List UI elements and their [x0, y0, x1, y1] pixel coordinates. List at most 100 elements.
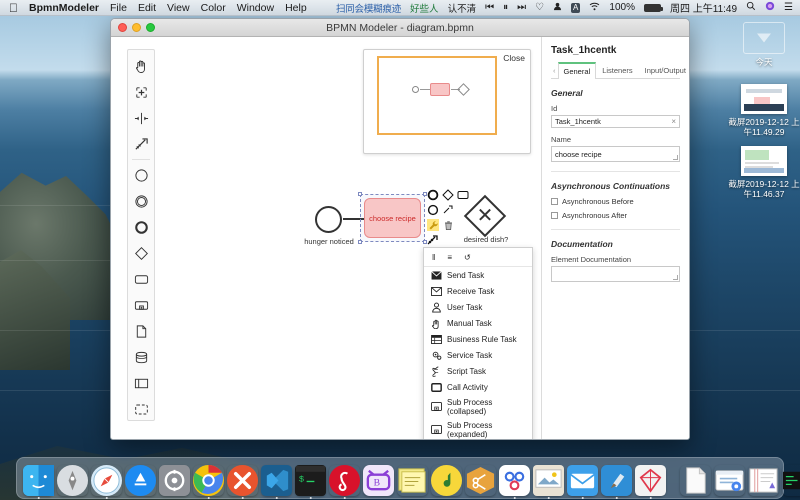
menu-item-script-task[interactable]: Script Task — [424, 363, 532, 379]
tab-listeners[interactable]: Listeners — [602, 66, 633, 75]
safari-icon[interactable] — [91, 465, 122, 499]
menu-item-sub-process-expanded[interactable]: Sub Process (expanded) — [424, 418, 532, 439]
apple-menu-icon[interactable]:  — [9, 2, 18, 14]
xcode-icon[interactable] — [601, 465, 632, 499]
minimap[interactable]: Close — [363, 49, 531, 154]
minimap-viewport[interactable] — [377, 56, 497, 135]
vscode-icon[interactable] — [261, 465, 292, 499]
window-titlebar[interactable]: BPMN Modeler - diagram.bpmn — [111, 19, 689, 37]
name-field[interactable]: choose recipe — [551, 146, 680, 162]
connect-tool-icon[interactable] — [128, 131, 154, 157]
async-after-checkbox[interactable] — [551, 212, 558, 219]
downloads-chrome-icon[interactable] — [714, 465, 745, 496]
menu-view[interactable]: View — [158, 1, 190, 14]
data-object-icon[interactable] — [128, 318, 154, 344]
columns-icon[interactable]: ‖ — [432, 253, 436, 262]
hand-tool-icon[interactable] — [128, 53, 154, 79]
zoom-window-button[interactable] — [146, 23, 155, 32]
end-event-icon[interactable] — [128, 214, 154, 240]
stickies-icon[interactable] — [397, 465, 428, 496]
menu-item-service-task[interactable]: Service Task — [424, 347, 532, 363]
clear-icon[interactable]: × — [671, 117, 676, 126]
menu-help[interactable]: Help — [276, 1, 307, 14]
minimap-close-button[interactable]: Close — [503, 53, 525, 63]
menu-item-manual-task[interactable]: Manual Task — [424, 315, 532, 331]
intermediate-event-icon[interactable] — [128, 188, 154, 214]
menu-file[interactable]: File — [101, 1, 127, 14]
replace-element-menu[interactable]: ‖ ≡ ↺ Send Task Receive Task — [423, 247, 533, 439]
list-icon[interactable]: ≡ — [447, 253, 452, 262]
tab-input-output[interactable]: Input/Output — [644, 66, 686, 75]
desktop-file-screenshot-2[interactable]: 截屏2019-12-12 上午11.46.37 — [725, 146, 800, 199]
heart-icon[interactable]: ♡ — [535, 1, 545, 13]
connect-multi-icon[interactable] — [427, 234, 439, 246]
terminal-icon[interactable]: $ — [295, 465, 326, 499]
space-tool-icon[interactable] — [128, 105, 154, 131]
the-unarchiver-icon[interactable] — [499, 465, 530, 499]
connect-icon[interactable] — [442, 204, 454, 216]
documentation-field[interactable] — [551, 266, 680, 282]
siri-icon[interactable] — [765, 1, 775, 14]
mail-icon[interactable] — [567, 465, 598, 499]
chrome-icon[interactable] — [193, 464, 224, 499]
notes-window-icon[interactable] — [748, 465, 779, 496]
append-end-event-icon[interactable] — [427, 189, 439, 201]
menu-edit[interactable]: Edit — [128, 1, 156, 14]
terminal-window-1-icon[interactable] — [782, 465, 800, 496]
async-before-row[interactable]: Asynchronous Before — [551, 197, 680, 206]
gateway-icon[interactable] — [128, 240, 154, 266]
desktop-file-screenshot-1[interactable]: 截屏2019-12-12 上午11.49.29 — [725, 84, 800, 137]
photos-icon[interactable] — [533, 465, 564, 499]
netease-music-icon[interactable] — [329, 465, 360, 499]
group-icon[interactable] — [128, 396, 154, 422]
tab-general[interactable]: General — [557, 62, 597, 79]
menu-item-business-rule-task[interactable]: Business Rule Task — [424, 331, 532, 347]
menu-item-call-activity[interactable]: Call Activity — [424, 379, 532, 395]
battery-icon[interactable] — [643, 3, 663, 12]
tab-scroll-left-icon[interactable]: ‹ — [553, 65, 556, 75]
menu-item-sub-process-collapsed[interactable]: Sub Process (collapsed) — [424, 395, 532, 418]
clock-label[interactable]: 周四 上午11:49 — [669, 4, 738, 15]
bilibili-icon[interactable]: B — [363, 465, 394, 496]
lasso-tool-icon[interactable] — [128, 79, 154, 105]
documents-folder-icon[interactable] — [680, 465, 711, 496]
start-event-icon[interactable] — [128, 162, 154, 188]
desktop-stack-today[interactable]: 今天 — [725, 22, 800, 67]
id-field[interactable]: Task_1hcentk × — [551, 115, 680, 128]
participant-icon[interactable] — [128, 370, 154, 396]
media-pause-icon[interactable]: ⏸ — [503, 1, 509, 13]
menu-item-send-task[interactable]: Send Task — [424, 267, 532, 283]
search-icon[interactable] — [746, 1, 756, 14]
append-task-icon[interactable] — [457, 189, 469, 201]
append-gateway-icon[interactable] — [442, 189, 454, 201]
bpmn-start-event[interactable] — [315, 206, 342, 233]
app-store-icon[interactable] — [125, 465, 156, 496]
menu-window[interactable]: Window — [227, 1, 274, 14]
system-preferences-icon[interactable] — [159, 465, 190, 496]
delete-icon[interactable] — [442, 219, 454, 231]
subprocess-icon[interactable] — [128, 292, 154, 318]
menu-color[interactable]: Color — [191, 1, 226, 14]
finder-icon[interactable] — [23, 465, 54, 499]
input-source-icon[interactable]: A — [571, 2, 581, 13]
keka-icon[interactable] — [465, 465, 496, 496]
wrench-icon[interactable] — [427, 219, 439, 231]
task-icon[interactable] — [128, 266, 154, 292]
append-intermediate-event-icon[interactable] — [427, 204, 439, 216]
async-before-checkbox[interactable] — [551, 198, 558, 205]
async-after-row[interactable]: Asynchronous After — [551, 211, 680, 220]
media-previous-icon[interactable]: ⏮ — [485, 1, 495, 13]
minimize-window-button[interactable] — [132, 23, 141, 32]
menu-item-receive-task[interactable]: Receive Task — [424, 283, 532, 299]
resize-handle-nw[interactable] — [358, 192, 362, 196]
resize-handle-se[interactable] — [423, 240, 427, 244]
bpmn-task-choose-recipe[interactable]: choose recipe — [364, 198, 421, 238]
close-window-button[interactable] — [118, 23, 127, 32]
data-store-icon[interactable] — [128, 344, 154, 370]
bpmn-canvas[interactable]: Close hunger noticed choose recipe — [155, 37, 541, 439]
xmind-icon[interactable] — [227, 465, 258, 499]
loop-icon[interactable]: ↺ — [463, 253, 471, 262]
wifi-icon[interactable] — [589, 2, 600, 14]
sketch-icon[interactable] — [635, 465, 666, 499]
control-center-icon[interactable]: ☰ — [784, 1, 793, 13]
